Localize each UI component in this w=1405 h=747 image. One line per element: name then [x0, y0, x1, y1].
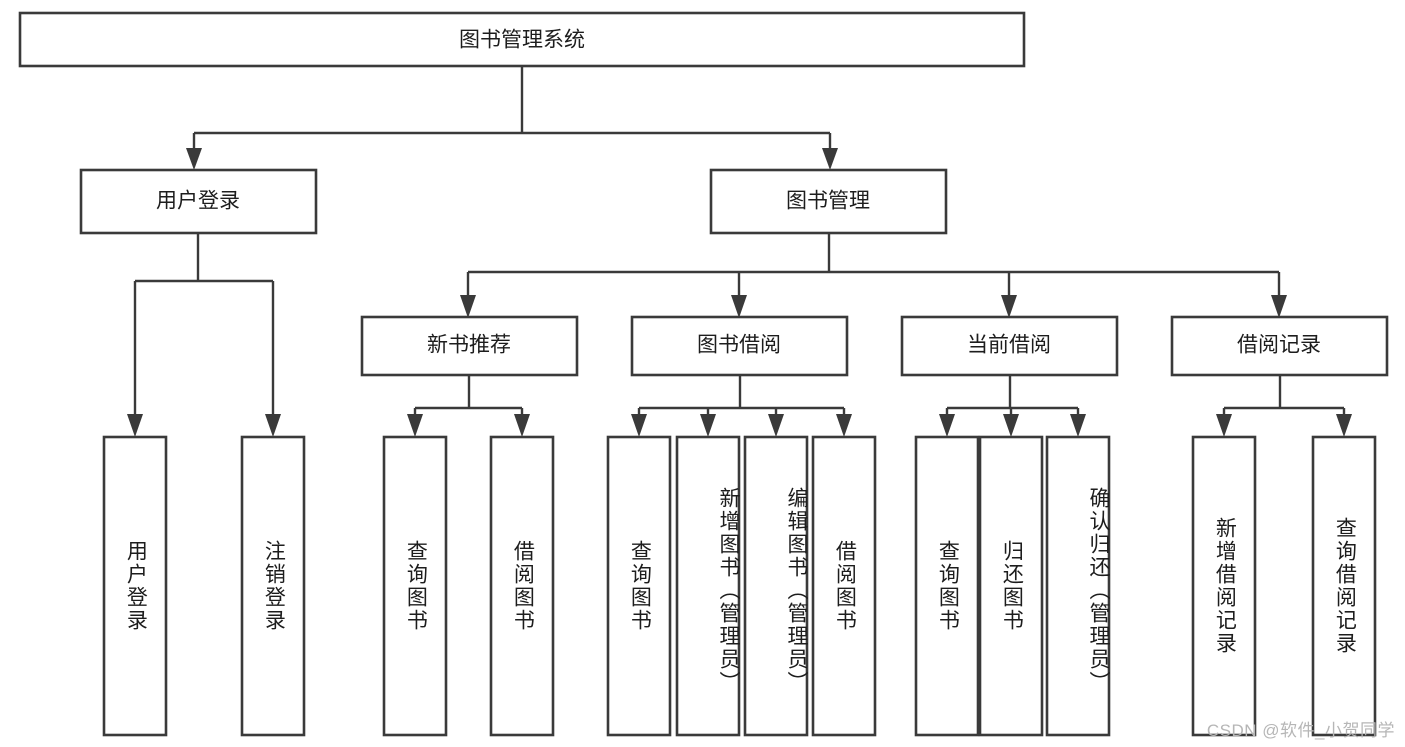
leaf-box-query-record[interactable]	[1311, 435, 1377, 737]
node-current-borrow-box[interactable]	[900, 315, 1119, 377]
node-book-borrow-label: 图书借阅	[697, 334, 781, 357]
arrow-head-leaf-query-book-3	[939, 414, 955, 437]
arrow-head-leaf-query-book-2	[631, 414, 647, 437]
leaf-box-confirm-return[interactable]	[1045, 435, 1111, 737]
node-new-book-recommend-box[interactable]	[360, 315, 579, 377]
csdn-watermark: CSDN @软件_小贺同学	[1206, 721, 1395, 740]
leaf-box-borrow-book-2[interactable]	[811, 435, 877, 737]
arrow-head-leaf-add-record	[1216, 414, 1232, 437]
arrow-head-leaf-query-book-1	[407, 414, 423, 437]
arrow-head-leaf-add-book	[700, 414, 716, 437]
arrow-head-current-borrow	[1001, 295, 1017, 318]
leaf-box-logout[interactable]	[240, 435, 306, 737]
arrow-head-leaf-confirm-return	[1070, 414, 1086, 437]
edge-group-userlogin-to-leaves	[127, 233, 281, 437]
node-root-label: 图书管理系统	[459, 29, 585, 52]
node-borrow-record-label: 借阅记录	[1237, 334, 1321, 357]
leaf-boxes-user-login	[102, 435, 306, 737]
node-root[interactable]: 图书管理系统	[18, 11, 1026, 68]
node-borrow-record[interactable]: 借阅记录	[1170, 315, 1389, 377]
arrow-head-leaf-borrow-book-2	[836, 414, 852, 437]
leaf-box-return-book[interactable]	[978, 435, 1044, 737]
node-user-login-label: 用户登录	[156, 190, 240, 213]
leaf-box-add-record[interactable]	[1191, 435, 1257, 737]
leaf-box-edit-book[interactable]	[743, 435, 809, 737]
arrow-head-user-login	[186, 148, 202, 170]
leaf-box-query-book-1[interactable]	[382, 435, 448, 737]
leaf-boxes-new-book-recommend	[382, 435, 555, 737]
arrow-head-leaf-user-login	[127, 414, 143, 437]
node-current-borrow-label: 当前借阅	[967, 334, 1051, 357]
node-root-box[interactable]	[18, 11, 1026, 68]
node-current-borrow[interactable]: 当前借阅	[900, 315, 1119, 377]
edge-group-currentborrow-to-leaves	[939, 375, 1086, 437]
node-book-manage-label: 图书管理	[786, 190, 870, 213]
leaf-box-user-login[interactable]	[102, 435, 168, 737]
node-new-book-recommend-label: 新书推荐	[427, 334, 511, 357]
arrow-head-book-borrow	[731, 295, 747, 318]
edge-group-newbook-to-leaves	[407, 375, 530, 437]
edge-group-borrowrecord-to-leaves	[1216, 375, 1352, 437]
arrow-head-borrow-record	[1271, 295, 1287, 318]
arrow-head-book-manage	[822, 148, 838, 170]
arrow-head-new-book	[460, 295, 476, 318]
edge-group-bookborrow-to-leaves	[631, 375, 852, 437]
leaf-boxes-current-borrow	[914, 435, 1111, 737]
leaf-box-add-book[interactable]	[675, 435, 741, 737]
leaf-box-borrow-book-1[interactable]	[489, 435, 555, 737]
edge-group-bookmanage-to-level3	[460, 233, 1287, 318]
node-user-login-box[interactable]	[79, 168, 318, 235]
node-new-book-recommend[interactable]: 新书推荐	[360, 315, 579, 377]
arrow-head-leaf-query-record	[1336, 414, 1352, 437]
node-user-login[interactable]: 用户登录	[79, 168, 318, 235]
leaf-box-query-book-3[interactable]	[914, 435, 980, 737]
node-book-manage-box[interactable]	[709, 168, 948, 235]
arrow-head-leaf-edit-book	[768, 414, 784, 437]
leaf-boxes-book-borrow	[606, 435, 877, 737]
node-book-borrow[interactable]: 图书借阅	[630, 315, 849, 377]
arrow-head-leaf-return-book	[1003, 414, 1019, 437]
arrow-head-leaf-logout	[265, 414, 281, 437]
edge-group-root-to-level2	[186, 66, 838, 170]
node-borrow-record-box[interactable]	[1170, 315, 1389, 377]
leaf-boxes-borrow-record	[1191, 435, 1377, 737]
arrow-head-leaf-borrow-book-1	[514, 414, 530, 437]
node-book-borrow-box[interactable]	[630, 315, 849, 377]
leaf-box-query-book-2[interactable]	[606, 435, 672, 737]
node-book-manage[interactable]: 图书管理	[709, 168, 948, 235]
